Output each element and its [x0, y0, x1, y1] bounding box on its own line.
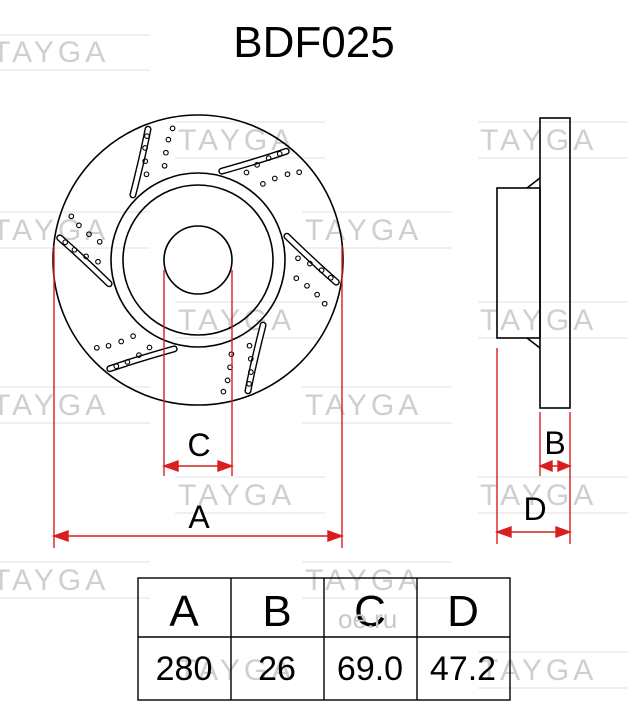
watermark-text: TAYGA — [480, 304, 597, 337]
drill-hole — [254, 162, 260, 168]
drill-hole — [318, 267, 325, 274]
dimension-labels: A C B D — [187, 425, 565, 535]
watermark-overlay: oe.ru — [338, 604, 397, 634]
disc-drill-holes — [62, 125, 334, 395]
drill-hole — [246, 342, 253, 349]
table-value-a: 280 — [156, 650, 213, 688]
drill-hole — [314, 291, 320, 298]
drill-hole — [76, 222, 82, 229]
drill-hole — [144, 133, 150, 139]
drill-hole — [146, 344, 153, 351]
disc-side-view — [496, 117, 571, 409]
dimension-table — [137, 577, 511, 701]
table-value-b: 26 — [258, 650, 296, 688]
disc-hat-outer — [110, 172, 286, 348]
side-view-hub — [496, 187, 541, 339]
drill-hole — [86, 231, 92, 238]
drill-hole — [113, 363, 120, 370]
drill-hole — [93, 344, 100, 351]
watermark-text: TAYGA — [480, 654, 597, 687]
drill-hole — [246, 381, 252, 387]
watermark-text: TAYGA — [178, 654, 295, 687]
watermark-text: TAYGA — [480, 479, 597, 512]
drill-hole — [307, 260, 313, 267]
watermark-text: TAYGA — [305, 214, 422, 247]
dimension-label-a: A — [188, 499, 210, 535]
drill-hole — [243, 169, 250, 176]
drill-hole — [105, 342, 112, 349]
table-header-a: A — [169, 587, 199, 636]
drill-hole — [142, 158, 149, 165]
dimension-lines — [51, 246, 573, 548]
drill-hole — [271, 175, 278, 182]
watermark-text: TAYGA — [178, 479, 295, 512]
drill-hole — [220, 388, 227, 395]
disc-hat-inner — [122, 184, 274, 336]
drill-hole — [163, 149, 169, 156]
drill-hole — [169, 125, 176, 132]
drill-hole — [68, 213, 75, 220]
side-view-rotor — [539, 117, 571, 409]
drill-hole — [296, 169, 303, 176]
disc-center-bore — [163, 225, 233, 295]
drill-hole — [124, 359, 131, 365]
table-value-d: 47.2 — [430, 650, 496, 688]
watermark-text: TAYGA — [178, 304, 295, 337]
drill-hole — [130, 333, 136, 339]
drill-hole — [165, 136, 172, 143]
drill-hole — [96, 238, 103, 245]
drill-hole — [161, 162, 168, 169]
watermark-text: TAYGA — [0, 564, 109, 597]
table-header-c: C — [354, 587, 386, 636]
disc-front-view — [52, 114, 344, 406]
drill-hole — [62, 239, 69, 246]
drill-hole — [260, 181, 266, 187]
drill-hole — [247, 355, 254, 362]
drill-hole — [276, 150, 283, 157]
disc-slot-inner — [130, 127, 151, 197]
drill-hole — [143, 171, 150, 178]
watermark-text: TAYGA — [305, 389, 422, 422]
drill-hole — [295, 255, 301, 262]
table-values: 280 26 69.0 47.2 — [156, 650, 496, 688]
watermark-layer: TAYGA TAYGA TAYGA TAYGA TAYGA TAYGA TAYG… — [0, 36, 597, 687]
watermark-text: TAYGA — [0, 214, 109, 247]
drill-hole — [304, 282, 310, 289]
drill-hole — [265, 155, 272, 161]
table-header-b: B — [262, 587, 291, 636]
drill-hole — [95, 258, 101, 265]
disc-slots — [56, 125, 340, 395]
drill-hole — [321, 300, 328, 307]
table-headers: A B C D — [169, 587, 479, 636]
disc-outer-edge — [52, 114, 344, 406]
drill-hole — [284, 171, 291, 178]
drill-hole — [327, 274, 334, 281]
drill-hole — [136, 352, 142, 358]
drill-hole — [71, 246, 78, 253]
watermark-text: TAYGA — [0, 36, 109, 69]
dimension-label-c: C — [187, 427, 210, 463]
dimension-label-b: B — [544, 425, 565, 461]
watermark-text: TAYGA — [480, 124, 597, 157]
drill-hole — [142, 145, 148, 151]
drill-hole — [248, 369, 254, 375]
table-value-c: 69.0 — [337, 650, 403, 688]
watermark-text: TAYGA — [178, 124, 295, 157]
drill-hole — [224, 377, 231, 384]
table-header-d: D — [447, 587, 479, 636]
watermark-text: TAYGA — [0, 389, 109, 422]
dimension-label-d: D — [523, 491, 546, 527]
part-number-title: BDF025 — [233, 18, 395, 67]
drill-hole — [83, 253, 89, 260]
drill-hole — [118, 338, 125, 345]
drill-hole — [293, 275, 300, 282]
